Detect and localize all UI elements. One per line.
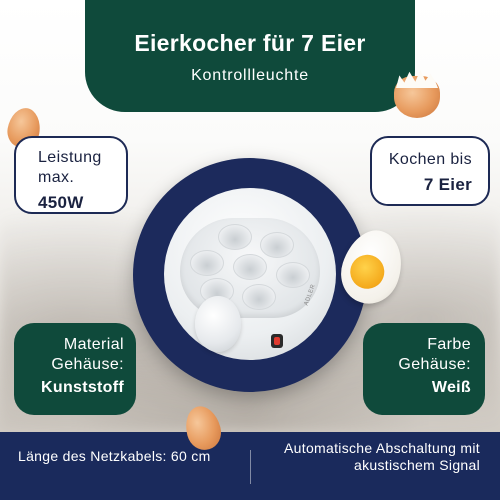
- feature-card-material: Material Gehäuse: Kunststoff: [14, 323, 136, 415]
- feature-card-capacity: Kochen bis 7 Eier: [370, 136, 490, 206]
- feature-card-power: Leistung max. 450W: [14, 136, 128, 214]
- auto-shutoff-text: Automatische Abschaltung mit akustischem…: [284, 440, 480, 473]
- cracked-egg-icon: [394, 62, 440, 118]
- capacity-label: Kochen bis: [388, 151, 472, 168]
- power-switch-light: [271, 334, 283, 348]
- title-banner: Eierkocher für 7 Eier Kontrollleuchte: [85, 0, 415, 112]
- footer-divider: [250, 450, 251, 484]
- footer-bar: Länge des Netzkabels: 60 cm Automatische…: [0, 432, 500, 500]
- material-value: Kunststoff: [41, 379, 124, 396]
- color-label: Farbe Gehäuse:: [398, 336, 471, 373]
- capacity-value: 7 Eier: [423, 175, 472, 194]
- color-value: Weiß: [431, 379, 471, 396]
- product-subtitle: Kontrollleuchte: [191, 67, 309, 84]
- material-label: Material Gehäuse:: [51, 336, 124, 373]
- cable-length-text: Länge des Netzkabels: 60 cm: [18, 448, 211, 464]
- power-label: Leistung max.: [38, 149, 102, 186]
- feature-card-color: Farbe Gehäuse: Weiß: [363, 323, 485, 415]
- measuring-cup: [195, 296, 241, 352]
- power-value: 450W: [38, 193, 84, 212]
- product-title: Eierkocher für 7 Eier: [134, 30, 366, 56]
